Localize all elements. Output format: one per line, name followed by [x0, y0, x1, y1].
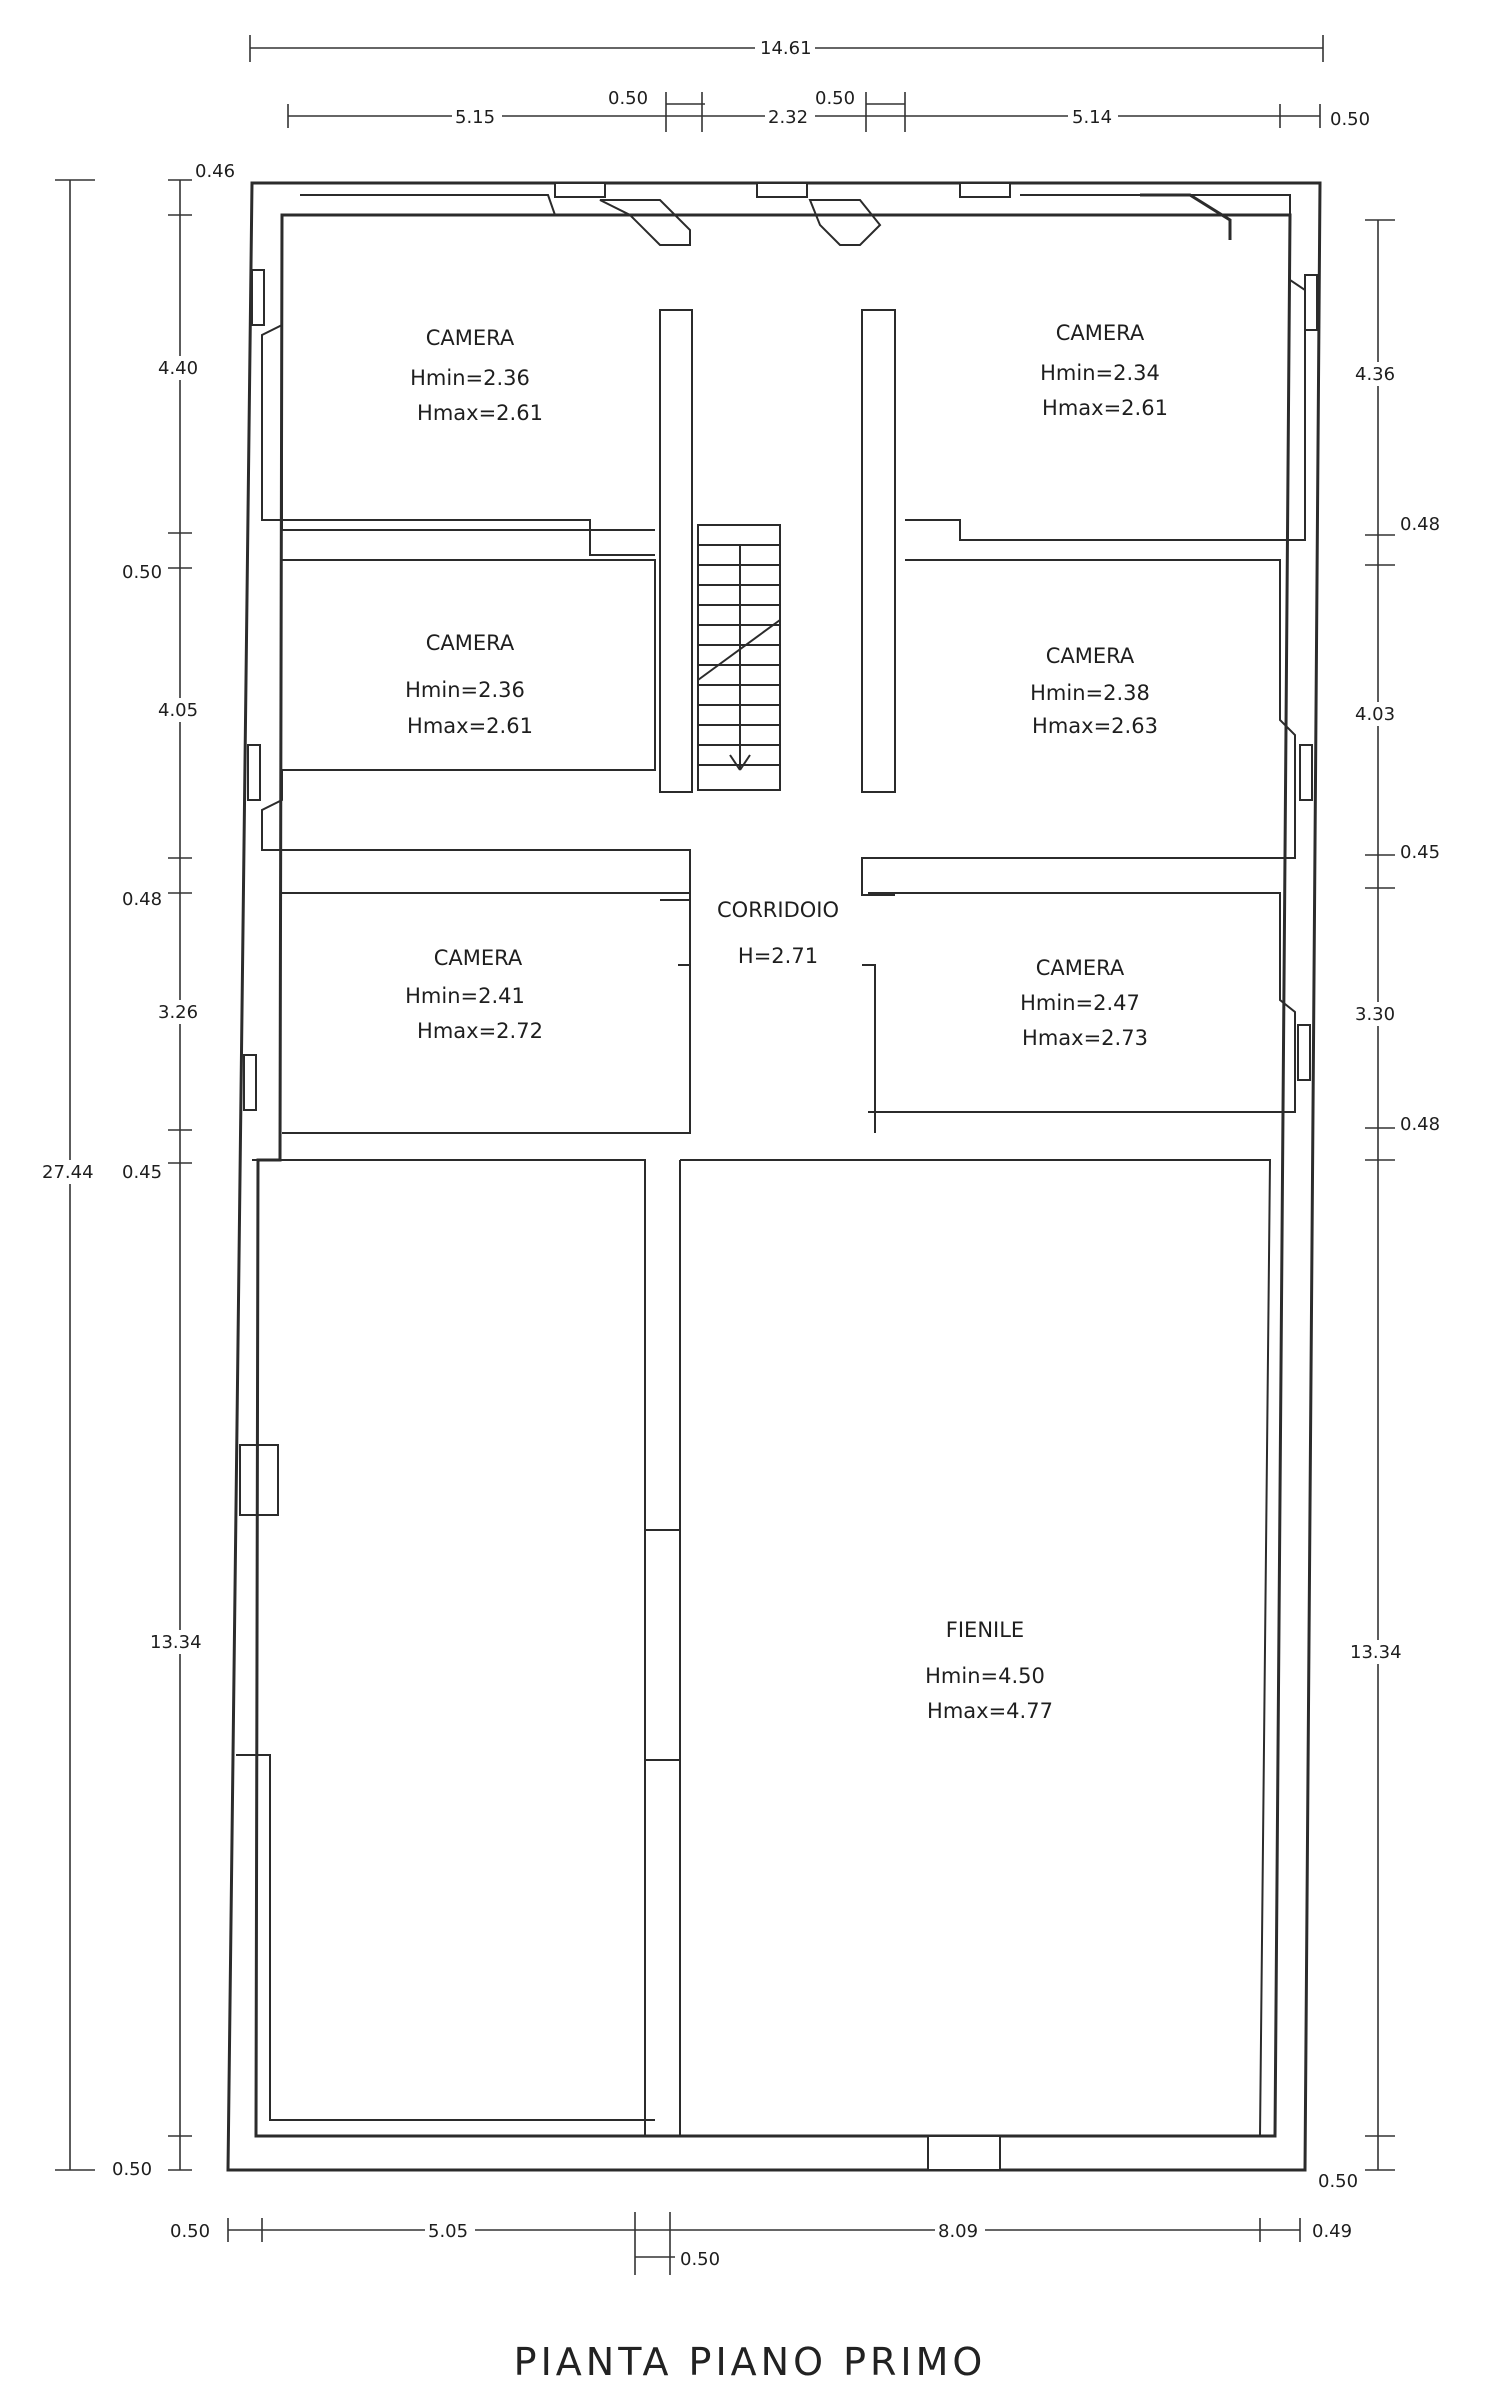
dim-right-5: 3.30 [1355, 1004, 1395, 1025]
dim-left-2: 4.40 [158, 358, 198, 379]
outer-walls [226, 181, 1322, 2172]
corridor-walls [599, 193, 1232, 793]
room-1-hmin: Hmin=2.36 [410, 366, 530, 390]
stair [697, 524, 781, 791]
dim-left-6: 3.26 [158, 1002, 198, 1023]
room-3-hmin: Hmin=2.36 [405, 678, 525, 702]
dim-left-5: 0.48 [122, 889, 162, 910]
dim-top-2: 0.50 [608, 88, 648, 109]
dim-right-8: 0.50 [1318, 2171, 1358, 2192]
middle-walls [252, 559, 1296, 2137]
dim-right-3: 4.03 [1355, 704, 1395, 725]
dim-left-3: 0.50 [122, 562, 162, 583]
room-2-hmax: Hmax=2.61 [1042, 396, 1168, 420]
dim-right-2: 0.48 [1400, 514, 1440, 535]
dim-top-1: 5.15 [455, 107, 495, 128]
dim-top-3: 2.32 [768, 107, 808, 128]
room-1-name: CAMERA [426, 326, 515, 350]
plan-title: PIANTA PIANO PRIMO [513, 2340, 987, 2384]
fienile-name: FIENILE [946, 1618, 1024, 1642]
dim-bottom-1: 0.50 [170, 2221, 210, 2242]
dim-left-parts: 0.46 4.40 0.50 4.05 0.48 3.26 0.45 13.34… [112, 161, 235, 2180]
room-6-hmin: Hmin=2.47 [1020, 991, 1140, 1015]
dim-right-1: 4.36 [1355, 364, 1395, 385]
fienile-hmax: Hmax=4.77 [927, 1699, 1053, 1723]
room-6-hmax: Hmax=2.73 [1022, 1026, 1148, 1050]
corridor-name: CORRIDOIO [717, 898, 839, 922]
room-1-hmax: Hmax=2.61 [417, 401, 543, 425]
dim-top-4: 0.50 [815, 88, 855, 109]
room-camera-top-right [905, 194, 1306, 541]
dim-bottom-3: 8.09 [938, 2221, 978, 2242]
dim-right-parts: 4.36 0.48 4.03 0.45 3.30 0.48 13.34 0.50 [1318, 219, 1440, 2192]
room-3-hmax: Hmax=2.61 [407, 714, 533, 738]
room-2-name: CAMERA [1056, 321, 1145, 345]
dim-bottom-4: 0.49 [1312, 2221, 1352, 2242]
dim-top-total-label: 14.61 [760, 38, 812, 59]
room-labels: CAMERA Hmin=2.36 Hmax=2.61 CAMERA Hmin=2… [405, 321, 1168, 1723]
dim-bottom: 0.50 5.05 8.09 0.49 0.50 [170, 2212, 1352, 2275]
room-5-hmin: Hmin=2.41 [405, 984, 525, 1008]
dim-top-6: 0.50 [1330, 109, 1370, 130]
dim-right-6: 0.48 [1400, 1114, 1440, 1135]
dim-top-total: 14.61 [249, 35, 1324, 62]
room-4-name: CAMERA [1046, 644, 1135, 668]
dim-right-4: 0.45 [1400, 842, 1440, 863]
fienile-hmin: Hmin=4.50 [925, 1664, 1045, 1688]
dim-right-7: 13.34 [1350, 1642, 1402, 1663]
room-6-name: CAMERA [1036, 956, 1125, 980]
dim-left-total-label: 27.44 [42, 1162, 94, 1183]
dim-bottom-5: 0.50 [680, 2249, 720, 2270]
dim-left-total: 27.44 [40, 179, 100, 2171]
dim-left-4: 4.05 [158, 700, 198, 721]
room-4-hmax: Hmax=2.63 [1032, 714, 1158, 738]
dim-top-parts: 5.15 0.50 2.32 0.50 5.14 0.50 [287, 88, 1370, 132]
top-windows [243, 182, 1318, 2171]
room-5-hmax: Hmax=2.72 [417, 1019, 543, 1043]
room-2-hmin: Hmin=2.34 [1040, 361, 1160, 385]
room-5-name: CAMERA [434, 946, 523, 970]
room-4-hmin: Hmin=2.38 [1030, 681, 1150, 705]
dim-left-9: 0.50 [112, 2159, 152, 2180]
dim-left-7: 0.45 [122, 1162, 162, 1183]
lower-left-features [236, 1444, 681, 2121]
corridor-h: H=2.71 [738, 944, 818, 968]
room-camera-top-left [261, 194, 655, 556]
dim-left-8: 13.34 [150, 1632, 202, 1653]
room-3-name: CAMERA [426, 631, 515, 655]
dim-top-5: 5.14 [1072, 107, 1112, 128]
dim-left-1: 0.46 [195, 161, 235, 182]
dim-bottom-2: 5.05 [428, 2221, 468, 2242]
